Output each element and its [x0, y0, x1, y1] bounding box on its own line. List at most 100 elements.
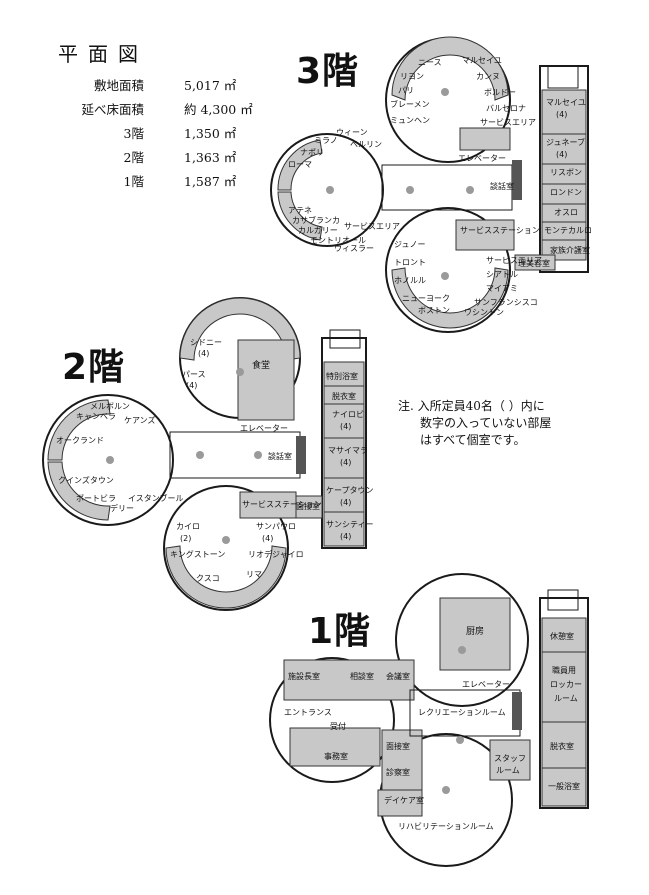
room-label: レクリエーションルーム: [418, 708, 506, 717]
room-label: デリー: [110, 504, 134, 513]
room-label: トロント: [394, 258, 426, 267]
floor1-staff-room: [489, 739, 531, 781]
room-label: デイケア室: [384, 796, 424, 805]
floor3-pillar: [441, 88, 449, 96]
room-label: モンテカルロ: [544, 226, 592, 235]
room-label: エントランス: [284, 708, 332, 717]
floor2-west-rooms-s: [47, 461, 111, 521]
room-label: リヨン: [400, 72, 424, 81]
floor1-office-block: [283, 659, 415, 701]
stat-value: 1,587 ㎡: [184, 174, 237, 189]
stat-label: 3階: [123, 126, 144, 141]
room-label: ベルリン: [350, 140, 382, 149]
room-label: サービスステーション: [460, 226, 540, 235]
occupancy-note: 注. 入所定員40名（ ）内に 数字の入っていない部屋 はすべて個室です。: [398, 398, 551, 449]
room-label: リマ: [246, 570, 262, 579]
room-label: ワシントン: [464, 308, 504, 317]
room-label: 特別浴室: [326, 372, 358, 381]
room-label: 理美容室: [518, 259, 550, 268]
room-label: キャンベラ: [76, 412, 116, 421]
room-label: ブレーメン: [390, 100, 430, 109]
stat-value: 約 4,300 ㎡: [184, 102, 253, 117]
room-label: イスタンブール: [128, 494, 184, 503]
room-label: ジュネーブ: [546, 138, 585, 147]
room-label: リスボン: [550, 168, 582, 177]
stat-value: 1,363 ㎡: [184, 150, 237, 165]
floor1-room-bath: [541, 767, 587, 807]
floor3-room-geneve: [541, 133, 587, 165]
floor2-room-nairobi: [323, 403, 365, 439]
room-label: 家族介護室: [550, 246, 590, 255]
floor2-west-lobe: [42, 394, 174, 526]
room-label: 面接室: [296, 502, 320, 511]
stat-label: 敷地面積: [93, 78, 144, 93]
room-label: リオデジャイロ: [248, 550, 304, 559]
floor3-pillar: [326, 186, 334, 194]
room-label: ウィスラー: [334, 244, 374, 253]
room-label: ミラノ: [314, 136, 338, 145]
floor3-room-marseille: [541, 89, 587, 135]
room-label: 職員用: [552, 666, 576, 675]
room-label: ルーム: [554, 694, 578, 703]
room-label: マイアミ: [486, 284, 518, 293]
room-label: シドニー: [190, 338, 222, 347]
room-label: マルセイユ: [462, 56, 502, 65]
room-label: 相談室: [350, 672, 374, 681]
room-label: 受付: [330, 722, 346, 731]
room-label: シアトル: [486, 270, 518, 279]
floor1-room-lounge: [541, 617, 587, 653]
note-line: はすべて個室です。: [420, 433, 526, 447]
floor2-room-capetown: [323, 477, 365, 513]
room-label: ボストン: [418, 306, 450, 315]
room-label: ボルドー: [484, 88, 516, 97]
room-label: (4): [340, 422, 352, 431]
room-label: 脱衣室: [550, 742, 574, 751]
room-label: マルセイユ: [546, 98, 586, 107]
room-label: ローマ: [288, 160, 312, 169]
floor1-north-lobe: [395, 573, 529, 707]
room-label: カルガリー: [298, 226, 338, 235]
room-label: マサイマラ: [328, 446, 368, 455]
room-label: ナポリ: [300, 148, 324, 157]
floor3-service-n: [459, 127, 511, 151]
stat-value: 1,350 ㎡: [184, 126, 237, 141]
room-label: ニース: [418, 58, 442, 67]
room-label: サンパウロ: [256, 522, 296, 531]
room-label: 面接室: [386, 742, 410, 751]
room-label: ナイロビ: [332, 410, 364, 419]
floor1-kitchen: [439, 597, 511, 671]
floor3-stair-ne: [547, 65, 579, 89]
stat-label: 1階: [123, 174, 144, 189]
floor1-label: 1階: [308, 611, 372, 652]
room-label: エレベーター: [240, 424, 288, 433]
floor1-room-locker: [541, 651, 587, 723]
floor3-south-rooms: [391, 267, 509, 329]
stat-row: 2階 1,363 ㎡: [72, 146, 242, 170]
stat-label: 2階: [123, 150, 144, 165]
floor1-stair-ne: [547, 589, 579, 611]
room-label: 談話室: [268, 452, 292, 461]
floor3-label: 3階: [296, 51, 360, 92]
floor2-north-rooms: [179, 297, 301, 361]
room-label: サービスエリア: [480, 118, 536, 127]
room-label: サービスエリア: [486, 256, 542, 265]
floor1-pillar: [458, 646, 466, 654]
floor3-stair: [512, 160, 522, 200]
floor1-office: [289, 727, 381, 767]
room-label: サンフランシスコ: [474, 298, 538, 307]
room-label: 厨房: [466, 627, 485, 637]
room-label: 脱衣室: [332, 392, 356, 401]
floor1-east-block: [539, 597, 589, 809]
room-label: (4): [340, 458, 352, 467]
floor1-room-dressing: [541, 721, 587, 769]
floor2-east-block: [321, 337, 367, 549]
room-label: (4): [556, 110, 568, 119]
room-label: サービスステーション: [242, 500, 322, 509]
room-label: ロンドン: [550, 188, 582, 197]
room-label: ホノルル: [394, 276, 426, 285]
floor1-interview-exam: [381, 729, 423, 791]
floor2-stair-ne: [329, 329, 361, 349]
room-label: クスコ: [196, 574, 220, 583]
